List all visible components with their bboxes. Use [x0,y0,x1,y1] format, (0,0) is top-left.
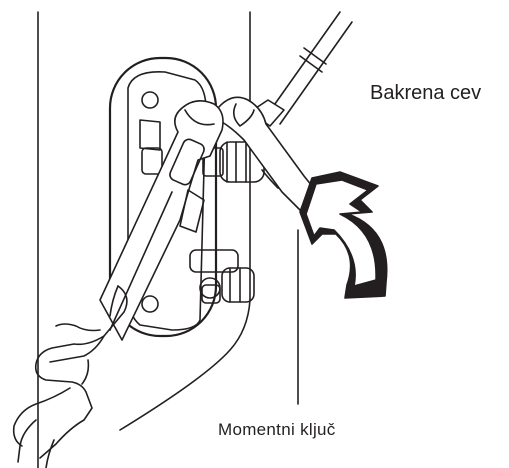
torque-wrench-label: Momentni ključ [218,420,336,440]
adjustable-wrench [100,101,223,340]
copper-pipe [250,12,352,126]
hand-illustration [14,286,127,468]
rotation-arrow [300,172,387,298]
lower-valve-nut [190,250,254,303]
copper-pipe-label: Bakrena cev [370,82,481,105]
